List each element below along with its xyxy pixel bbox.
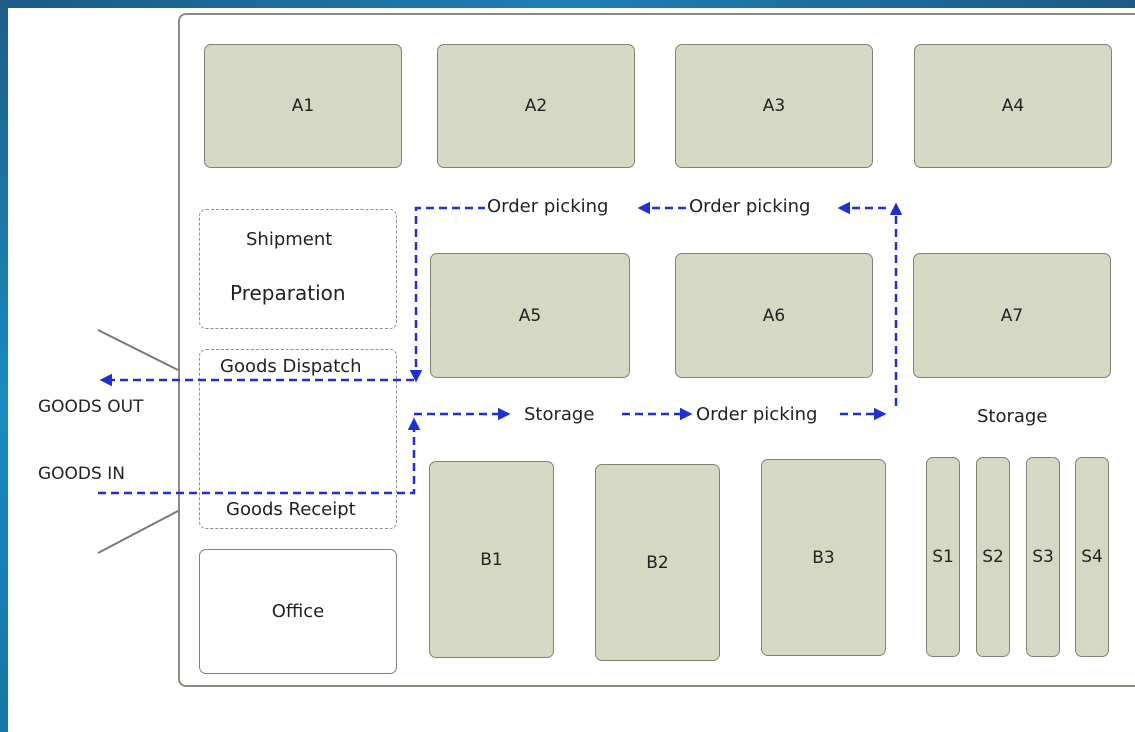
- zone-b3: B3: [761, 459, 886, 656]
- zone-a4: A4: [914, 44, 1112, 168]
- zone-s1-label: S1: [932, 547, 954, 567]
- goods-handling-area: [199, 349, 397, 529]
- shipment-preparation-area: [199, 209, 397, 329]
- zone-a2-label: A2: [524, 96, 548, 116]
- goods-dispatch-label: Goods Dispatch: [218, 356, 364, 378]
- goods-receipt-label: Goods Receipt: [224, 499, 358, 521]
- zone-a7-label: A7: [1000, 305, 1024, 326]
- zone-a5: A5: [430, 253, 630, 378]
- goods-in-label: GOODS IN: [38, 464, 125, 484]
- shipment-label: Shipment: [246, 229, 333, 250]
- order-picking-label-3: Order picking: [694, 404, 820, 426]
- zone-a6: A6: [675, 253, 873, 378]
- zone-a7: A7: [913, 253, 1111, 378]
- zone-a2: A2: [437, 44, 635, 168]
- order-picking-label-2: Order picking: [687, 196, 813, 218]
- zone-a1: A1: [204, 44, 402, 168]
- preparation-label: Preparation: [230, 281, 346, 305]
- zone-b3-label: B3: [812, 547, 835, 568]
- zone-s3: S3: [1026, 457, 1060, 657]
- storage-area-label: Storage: [977, 406, 1048, 427]
- zone-b2-label: B2: [646, 552, 669, 573]
- top-frame-bar: [0, 0, 1135, 8]
- zone-b2: B2: [595, 464, 720, 661]
- zone-a4-label: A4: [1001, 96, 1025, 116]
- storage-flow-label: Storage: [522, 404, 597, 426]
- zone-a3: A3: [675, 44, 873, 168]
- zone-a5-label: A5: [518, 305, 542, 326]
- left-frame-bar: [0, 0, 8, 732]
- order-picking-label-1: Order picking: [485, 196, 611, 218]
- zone-s3-label: S3: [1032, 547, 1054, 567]
- office-label: Office: [271, 601, 325, 622]
- zone-a1-label: A1: [291, 96, 315, 116]
- zone-a6-label: A6: [762, 305, 786, 326]
- zone-s4-label: S4: [1081, 547, 1103, 567]
- zone-b1-label: B1: [480, 549, 503, 570]
- goods-out-label: GOODS OUT: [38, 397, 144, 417]
- zone-b1: B1: [429, 461, 554, 658]
- office-room: Office: [199, 549, 397, 674]
- zone-a3-label: A3: [762, 96, 786, 116]
- zone-s2-label: S2: [982, 547, 1004, 567]
- zone-s1: S1: [926, 457, 960, 657]
- zone-s2: S2: [976, 457, 1010, 657]
- zone-s4: S4: [1075, 457, 1109, 657]
